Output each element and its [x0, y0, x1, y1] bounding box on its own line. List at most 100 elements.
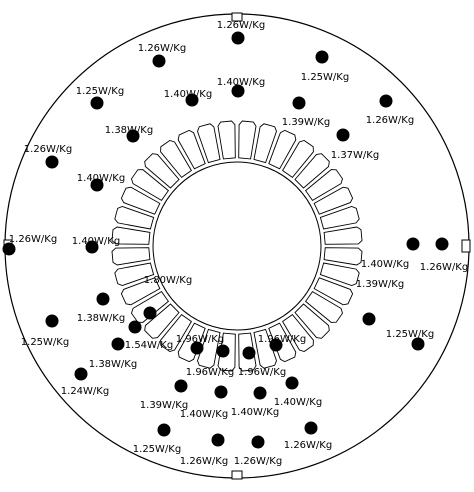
stator-slot	[131, 169, 170, 201]
stator-slot	[323, 226, 363, 245]
measurement-dot	[253, 386, 267, 400]
stator-slot	[217, 120, 236, 160]
bottom-notch	[231, 470, 243, 480]
measurement-label: 1.26W/Kg	[180, 456, 228, 467]
measurement-label: 1.39W/Kg	[140, 400, 188, 411]
measurement-dot	[304, 421, 318, 435]
measurement-label: 1.38W/Kg	[89, 359, 137, 370]
measurement-label: 1.26W/Kg	[366, 115, 414, 126]
measurement-point: 1.96W/Kg	[176, 334, 224, 355]
stator-slot	[268, 129, 297, 170]
stator-slot	[197, 123, 221, 164]
measurement-point: 1.26W/Kg	[366, 94, 414, 126]
measurement-label: 1.40W/Kg	[164, 89, 212, 100]
measurement-point: 1.25W/Kg	[21, 314, 69, 348]
measurement-dot	[336, 128, 350, 142]
stator-slot	[111, 226, 151, 245]
measurement-dot	[211, 433, 225, 447]
measurement-dot	[185, 93, 199, 107]
measurement-point: 1.96W/Kg	[238, 346, 286, 378]
measurement-dot	[90, 178, 104, 192]
measurement-label: 1.25W/Kg	[21, 337, 69, 348]
measurement-dot	[2, 242, 16, 256]
measurement-label: 1.39W/Kg	[356, 279, 404, 290]
measurement-label: 1.80W/Kg	[144, 275, 192, 286]
measurement-point: 1.40W/Kg	[164, 89, 212, 107]
measurement-label: 1.40W/Kg	[274, 397, 322, 408]
measurement-label: 1.25W/Kg	[301, 72, 349, 83]
stator-slot	[294, 303, 330, 339]
measurement-dot	[111, 337, 125, 351]
measurement-dot	[285, 376, 299, 390]
measurement-label: 1.54W/Kg	[125, 340, 173, 351]
measurement-point: 1.26W/Kg	[284, 421, 332, 451]
measurement-dot	[216, 344, 230, 358]
measurement-dot	[174, 379, 188, 393]
measurement-label: 1.25W/Kg	[133, 444, 181, 455]
measurement-label: 1.40W/Kg	[231, 407, 279, 418]
measurement-points: 1.26W/Kg1.26W/Kg1.25W/Kg1.40W/Kg1.40W/Kg…	[2, 20, 468, 467]
stator-slot	[268, 322, 297, 363]
measurement-point: 1.38W/Kg	[77, 292, 125, 324]
measurement-point: 1.40W/Kg	[361, 237, 420, 270]
measurement-point: 1.54W/Kg	[125, 320, 173, 351]
measurement-point: 1.24W/Kg	[61, 367, 109, 397]
measurement-dot	[96, 292, 110, 306]
stator-slot	[120, 186, 161, 215]
measurement-point: 1.40W/Kg	[72, 236, 120, 254]
measurement-label: 1.40W/Kg	[77, 173, 125, 184]
measurement-point: 1.25W/Kg	[301, 50, 349, 83]
stator-slot	[304, 291, 343, 323]
measurement-label: 1.24W/Kg	[61, 386, 109, 397]
measurement-point: 1.96W/Kg	[186, 344, 234, 378]
stator-slot	[253, 123, 277, 164]
measurement-label: 1.26W/Kg	[24, 144, 72, 155]
bore-circle	[152, 161, 322, 331]
measurement-label: 1.96W/Kg	[186, 367, 234, 378]
stator-slot	[294, 153, 330, 189]
measurement-label: 1.26W/Kg	[217, 20, 265, 31]
measurement-point: 1.26W/Kg	[234, 435, 282, 467]
measurement-dot	[45, 314, 59, 328]
stator-slot	[177, 129, 206, 170]
stator-slot	[160, 313, 192, 352]
measurement-label: 1.40W/Kg	[217, 77, 265, 88]
measurement-point: 1.40W/Kg	[231, 386, 279, 418]
measurement-label: 1.26W/Kg	[138, 43, 186, 54]
measurement-dot	[435, 237, 449, 251]
measurement-dot	[406, 237, 420, 251]
measurement-label: 1.40W/Kg	[180, 409, 228, 420]
stator-slot	[160, 140, 192, 179]
measurement-dot	[74, 367, 88, 381]
measurement-dot	[292, 96, 306, 110]
measurement-dot	[315, 50, 329, 64]
stator-slot	[111, 247, 151, 266]
stator-slot	[238, 120, 257, 160]
measurement-dot	[126, 129, 140, 143]
stator-slot	[144, 303, 180, 339]
measurement-label: 1.96W/Kg	[176, 334, 224, 345]
stator-slot	[319, 206, 360, 230]
measurement-dot	[157, 423, 171, 437]
measurement-point: 1.26W/Kg	[180, 433, 228, 467]
measurement-point: 1.40W/Kg	[77, 173, 125, 192]
measurement-dot	[231, 84, 245, 98]
measurement-point: 1.80W/Kg	[143, 275, 192, 320]
measurement-point: 1.40W/Kg	[180, 385, 228, 420]
stator-slot	[319, 262, 360, 286]
measurement-dot	[242, 346, 256, 360]
measurement-dot	[128, 320, 142, 334]
measurement-point: 1.96W/Kg	[258, 334, 306, 352]
stator-slot	[282, 313, 314, 352]
measurement-dot	[214, 385, 228, 399]
measurement-point: 1.39W/Kg	[282, 96, 330, 128]
stator-slot	[144, 153, 180, 189]
measurement-point: 1.26W/Kg	[24, 144, 72, 169]
measurement-dot	[45, 155, 59, 169]
stator-slot	[253, 328, 277, 369]
measurement-point: 1.38W/Kg	[89, 337, 137, 370]
measurement-label: 1.26W/Kg	[420, 262, 468, 273]
measurement-label: 1.40W/Kg	[72, 236, 120, 247]
measurement-label: 1.25W/Kg	[386, 329, 434, 340]
